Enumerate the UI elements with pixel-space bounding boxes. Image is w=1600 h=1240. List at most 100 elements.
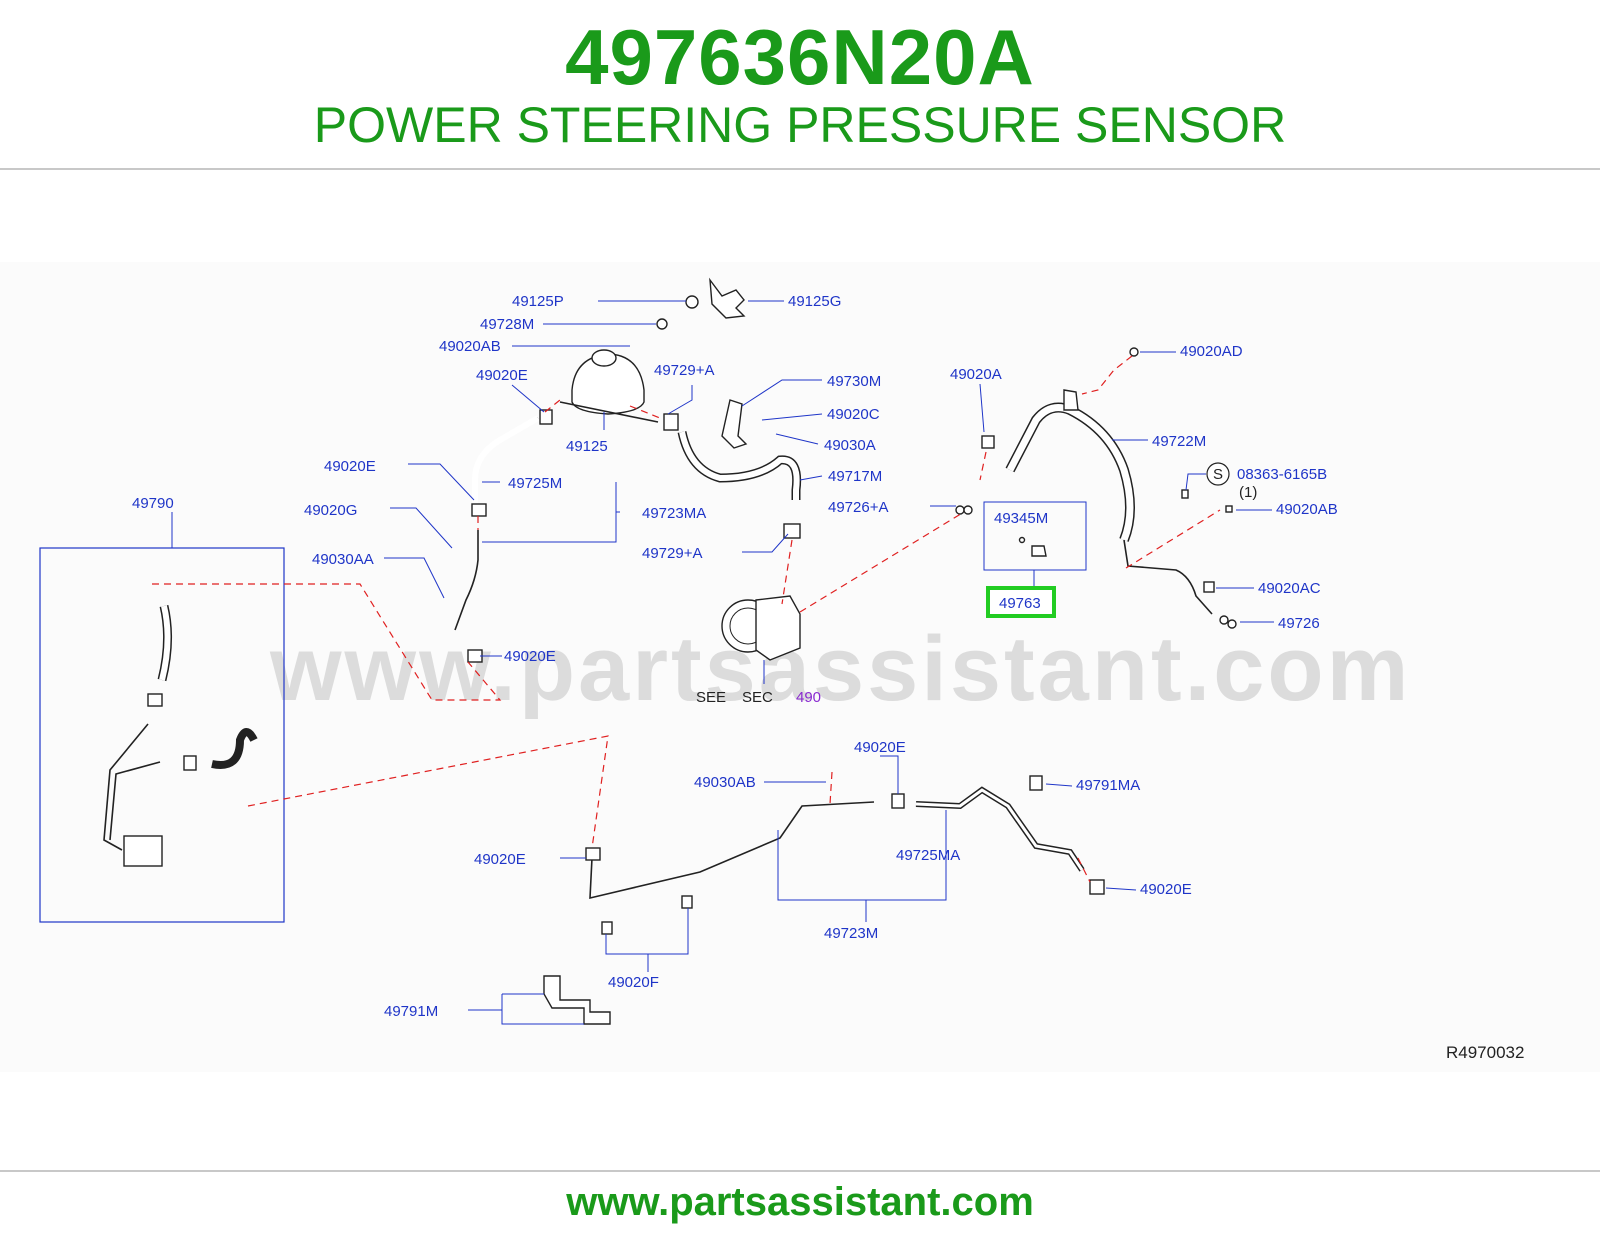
hose-49717m-inner	[679, 431, 800, 500]
see-section-sec: SEC	[742, 689, 773, 706]
dash-inset-lower	[247, 735, 609, 849]
clip-49020f-a	[601, 921, 613, 935]
callout-49791m[interactable]: 49791M	[384, 1003, 438, 1020]
callout-49020e-e[interactable]: 49020E	[474, 851, 526, 868]
part-name-subtitle: POWER STEERING PRESSURE SENSOR	[313, 97, 1287, 153]
callout-49020e-f[interactable]: 49020E	[1140, 881, 1192, 898]
clamp-49020e-a	[539, 409, 553, 425]
callout-49790[interactable]: 49790	[132, 495, 174, 512]
dash-49030ab	[829, 771, 833, 805]
callout-49020e-a[interactable]: 49020E	[476, 367, 528, 384]
callout-49125[interactable]: 49125	[566, 438, 608, 455]
dash-pump-return	[781, 539, 793, 605]
callout-49345m[interactable]: 49345M	[994, 510, 1048, 527]
callout-49726[interactable]: 49726	[1278, 615, 1320, 632]
inset-hose-upper-inner	[159, 605, 171, 681]
bracket-49730m	[721, 399, 748, 449]
inset-clamp-b	[183, 755, 197, 771]
clip-49020f-b	[681, 895, 693, 909]
callout-49020c[interactable]: 49020C	[827, 406, 880, 423]
callout-49717m[interactable]: 49717M	[828, 468, 882, 485]
callout-49020e-d[interactable]: 49020E	[854, 739, 906, 756]
sensor-inset-box	[983, 501, 1087, 571]
callout-49020e-c[interactable]: 49020E	[504, 648, 556, 665]
callout-08363-6165b[interactable]: 08363-6165B	[1237, 466, 1327, 483]
leader-49723ma	[482, 482, 620, 543]
leader-49723m	[777, 822, 947, 922]
clamp-49020e-d	[585, 847, 601, 861]
part-number-title: 497636N20A	[565, 13, 1035, 101]
callout-49730m[interactable]: 49730M	[827, 373, 881, 390]
callout-49020ac[interactable]: 49020AC	[1258, 580, 1321, 597]
bracket-49722m	[1063, 389, 1079, 411]
leader-49020e-b	[408, 463, 475, 501]
sensor-oring-49345m	[1018, 536, 1026, 544]
clamp-49020e-e	[891, 793, 905, 809]
union-49020ac	[1203, 581, 1215, 593]
callout-49125p[interactable]: 49125P	[512, 293, 564, 310]
union-49020a	[981, 435, 995, 449]
callout-49020f[interactable]: 49020F	[608, 974, 659, 991]
leader-49020a	[979, 383, 985, 433]
reservoir-bracket	[559, 401, 659, 423]
callout-49125g[interactable]: 49125G	[788, 293, 841, 310]
watermark-text: www.partsassistant.com	[269, 618, 1411, 720]
hose-49725m-inner	[472, 415, 540, 505]
leader-49020e-f	[1105, 887, 1137, 891]
callout-49729a-a[interactable]: 49729+A	[654, 362, 714, 379]
callout-49020ab-top[interactable]: 49020AB	[439, 338, 501, 355]
oring-49726a-a	[955, 505, 965, 515]
leader-08363	[1185, 473, 1206, 491]
callout-49030ab[interactable]: 49030AB	[694, 774, 756, 791]
callout-49020a[interactable]: 49020A	[950, 366, 1002, 383]
grommet-49728m	[656, 318, 668, 330]
leader-49729a-b	[742, 533, 789, 553]
callout-49725m[interactable]: 49725M	[508, 475, 562, 492]
pressure-sensor-icon	[1031, 545, 1047, 557]
leader-49030aa	[384, 557, 445, 599]
callout-49030a[interactable]: 49030A	[824, 437, 876, 454]
leader-49730m	[741, 379, 822, 407]
hose-49722m-inner	[1006, 404, 1134, 542]
see-section-link[interactable]: 490	[796, 689, 821, 706]
callout-49725ma[interactable]: 49725MA	[896, 847, 960, 864]
clamp-49020e-b	[471, 503, 487, 517]
callout-49020e-b[interactable]: 49020E	[324, 458, 376, 475]
diagram-panel	[0, 262, 1600, 1072]
clamp-49020e-f	[1089, 879, 1105, 895]
hose-49725ma-inner	[915, 788, 1084, 871]
bracket-49791ma	[1029, 775, 1043, 791]
pipe-49722m-tail	[1123, 539, 1213, 615]
callout-49020ad[interactable]: 49020AD	[1180, 343, 1243, 360]
callout-49729a-b[interactable]: 49729+A	[642, 545, 702, 562]
callout-49722m[interactable]: 49722M	[1152, 433, 1206, 450]
callout-49020g[interactable]: 49020G	[304, 502, 357, 519]
clamp-49020e-c	[467, 649, 483, 663]
leader-49791ma	[1045, 783, 1073, 787]
callout-49723m[interactable]: 49723M	[824, 925, 878, 942]
callout-49791ma[interactable]: 49791MA	[1076, 777, 1140, 794]
callout-49763-highlighted[interactable]: 49763	[999, 595, 1041, 612]
callout-49728m[interactable]: 49728M	[480, 316, 534, 333]
footer-url-link[interactable]: www.partsassistant.com	[566, 1180, 1034, 1224]
leader-49030a	[775, 433, 819, 445]
bracket-49791m	[543, 975, 611, 1025]
leader-49020g	[390, 507, 453, 549]
callout-49726a[interactable]: 49726+A	[828, 499, 888, 516]
dash-49020ad	[1081, 355, 1133, 395]
oring-49726a-b	[963, 505, 973, 515]
leader-49717m	[799, 475, 823, 481]
callout-49723ma[interactable]: 49723MA	[642, 505, 706, 522]
dash-reservoir	[544, 399, 661, 419]
leader-49791m	[468, 993, 584, 1025]
dash-49020a	[979, 451, 987, 481]
callout-49030aa[interactable]: 49030AA	[312, 551, 374, 568]
highlighted-part-box[interactable]	[986, 586, 1056, 618]
inset-pipe	[103, 723, 161, 851]
callout-49020ab-right[interactable]: 49020AB	[1276, 501, 1338, 518]
grommet-49125p	[685, 295, 699, 309]
dash-49020ab-right	[1125, 509, 1221, 569]
bolt-49020ab-right	[1225, 505, 1233, 513]
dash-inset-upper	[152, 583, 502, 701]
